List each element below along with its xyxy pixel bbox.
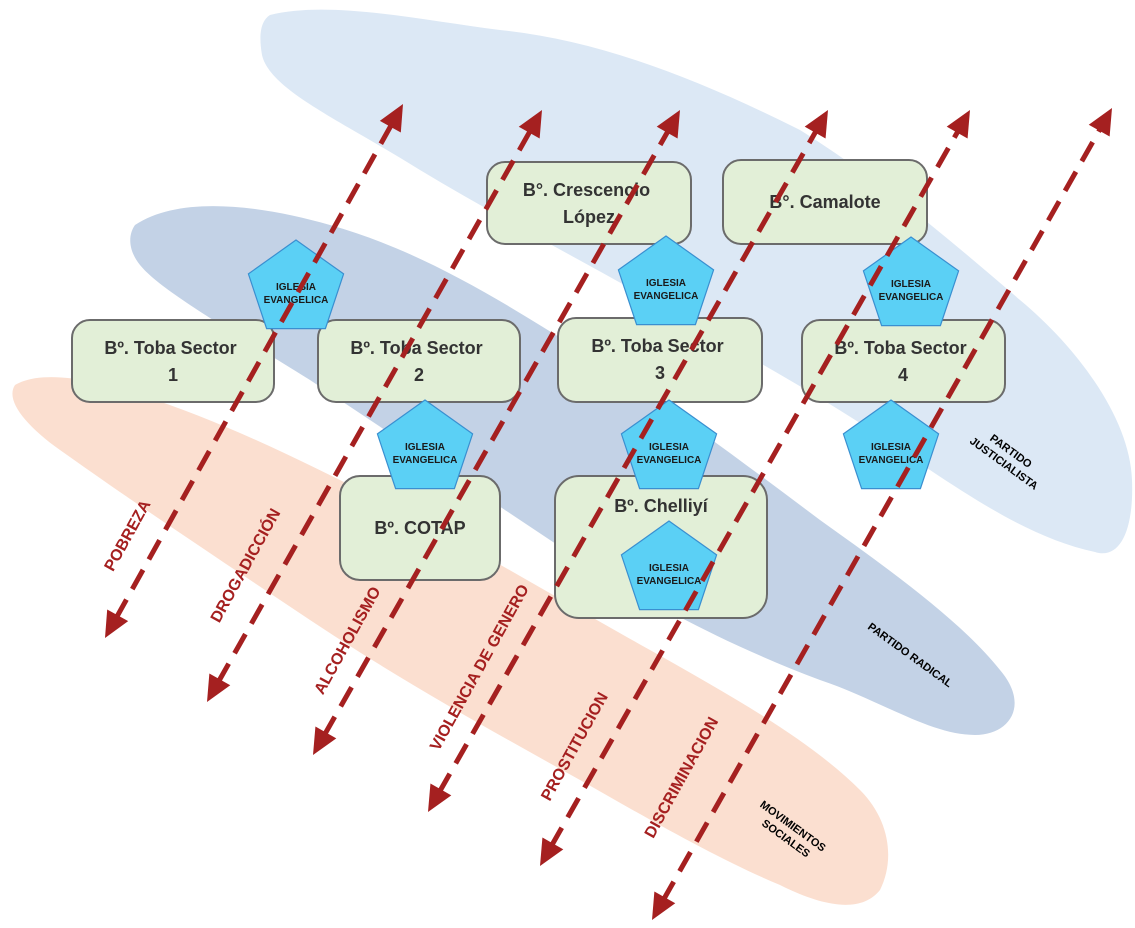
arrow-alcoholismo-line: [321, 127, 672, 738]
arrow-drogadiccion: [207, 110, 542, 702]
arrow-head-up-icon: [518, 110, 542, 139]
barrio-toba-2: Bº. Toba Sector 2: [317, 319, 521, 403]
arrow-head-up-icon: [1088, 108, 1112, 137]
arrow-head-up-icon: [946, 110, 970, 139]
arrow-head-down-icon: [428, 783, 452, 812]
arrow-head-up-icon: [656, 110, 680, 139]
arrow-discriminacion-line: [660, 125, 1104, 903]
pentagon-icon: [376, 399, 474, 490]
arrow-head-down-icon: [207, 673, 231, 702]
region-movimientos-cloud: [12, 377, 889, 905]
barrio-toba-1-label: Bº. Toba Sector 1: [104, 338, 241, 385]
barrio-camalote-label: B°. Camalote: [769, 192, 880, 212]
arrow-violencia-line: [436, 127, 820, 795]
barrio-crescencio: B°. Crescencio López: [486, 161, 692, 245]
pentagon-icon: [842, 399, 940, 490]
arrow-pobreza-line: [113, 121, 395, 621]
barrio-toba-2-label: Bº. Toba Sector 2: [350, 338, 487, 385]
arrow-pobreza: [105, 104, 403, 638]
barrio-cotap-label: Bº. COTAP: [374, 518, 465, 538]
barrio-cotap: Bº. COTAP: [339, 475, 501, 581]
barrio-chelliyi-label: Bº. Chelliyí: [614, 496, 709, 516]
arrow-discriminacion: [652, 108, 1112, 920]
barrio-toba-1: Bº. Toba Sector 1: [71, 319, 275, 403]
arrow-head-up-icon: [379, 104, 403, 133]
arrow-drogadiccion-line: [215, 127, 534, 685]
arrow-alcoholismo: [313, 110, 680, 755]
pentagon-icon: [247, 239, 345, 330]
barrio-camalote: B°. Camalote: [722, 159, 928, 245]
barrio-crescencio-label: B°. Crescencio López: [523, 180, 655, 227]
arrow-head-down-icon: [540, 837, 564, 866]
arrow-head-down-icon: [105, 609, 129, 638]
region-movimientos: MOVIMIENTOS SOCIALES: [12, 377, 889, 905]
arrow-prostitucion: [540, 110, 970, 866]
pentagon-icon: [862, 236, 960, 327]
barrio-toba-3: Bº. Toba Sector 3: [557, 317, 763, 403]
problem-arrows: [105, 104, 1112, 920]
pentagon-icon: [620, 399, 718, 490]
arrow-head-down-icon: [652, 891, 676, 920]
arrow-head-up-icon: [804, 110, 828, 139]
barrio-toba-4: Bº. Toba Sector 4: [801, 319, 1006, 403]
pentagon-icon: [620, 520, 718, 611]
arrow-head-down-icon: [313, 726, 337, 755]
barrio-toba-4-label: Bº. Toba Sector 4: [834, 338, 971, 385]
label-pobreza: POBREZA: [102, 497, 155, 574]
barrio-toba-3-label: Bº. Toba Sector 3: [591, 336, 728, 383]
arrow-prostitucion-line: [548, 127, 962, 849]
arrow-violencia: [428, 110, 828, 812]
pentagon-icon: [617, 235, 715, 326]
